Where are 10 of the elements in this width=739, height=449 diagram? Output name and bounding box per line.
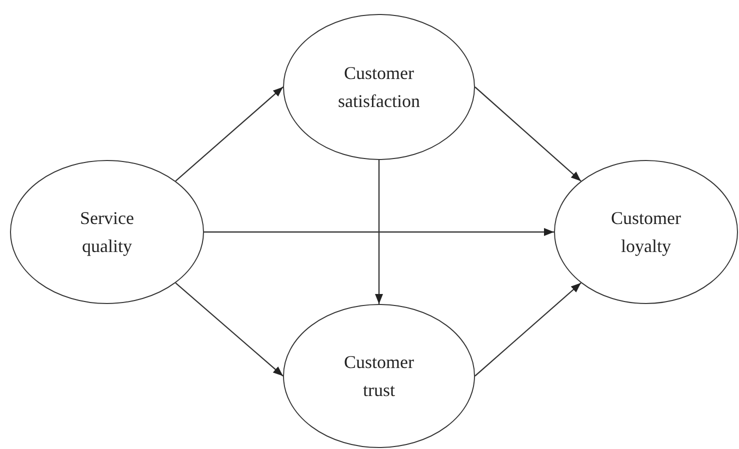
node-label: Customer satisfaction xyxy=(338,62,420,113)
node-label: Customer trust xyxy=(344,351,414,402)
node-label: Service quality xyxy=(80,207,134,258)
node-label: Customer loyalty xyxy=(611,207,681,258)
arrow xyxy=(204,228,554,236)
arrow xyxy=(474,86,582,182)
arrow xyxy=(474,282,582,376)
arrow xyxy=(375,160,383,304)
arrow xyxy=(175,282,284,376)
arrow xyxy=(175,86,284,182)
